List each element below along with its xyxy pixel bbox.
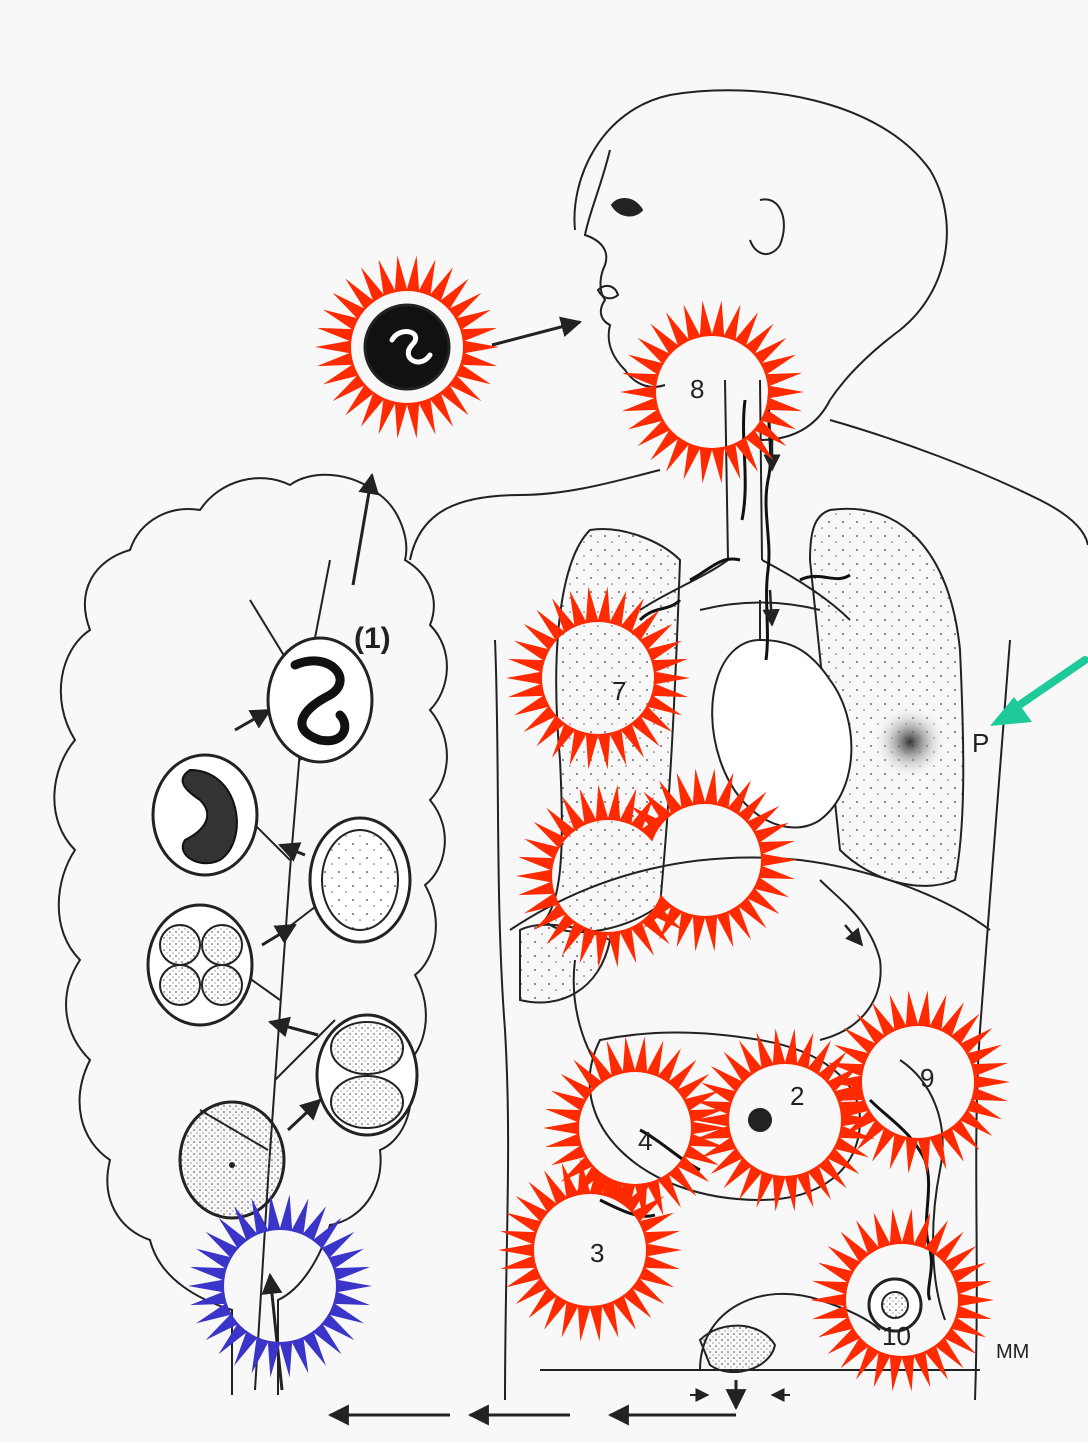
label-9: 9 [920, 1063, 934, 1093]
egg-stage-four-cell [148, 905, 252, 1025]
egg-stage-two-cell [317, 1015, 417, 1135]
label-4: 4 [638, 1126, 652, 1156]
egg-stage-embryonated [268, 638, 372, 762]
egg-stage-tadpole [153, 755, 257, 875]
lung-lesion [872, 704, 948, 780]
egg-stage-morula [310, 818, 410, 942]
egg-stage-single-cell [180, 1102, 284, 1218]
label-10: 10 [882, 1321, 911, 1351]
label-8: 8 [690, 374, 704, 404]
label-3: 3 [590, 1238, 604, 1268]
label-signature: MM [996, 1341, 1029, 1363]
label-7: 7 [612, 676, 626, 706]
label-2: 2 [790, 1081, 804, 1111]
label-stage-1: (1) [354, 622, 391, 655]
label-p: P [972, 728, 989, 758]
